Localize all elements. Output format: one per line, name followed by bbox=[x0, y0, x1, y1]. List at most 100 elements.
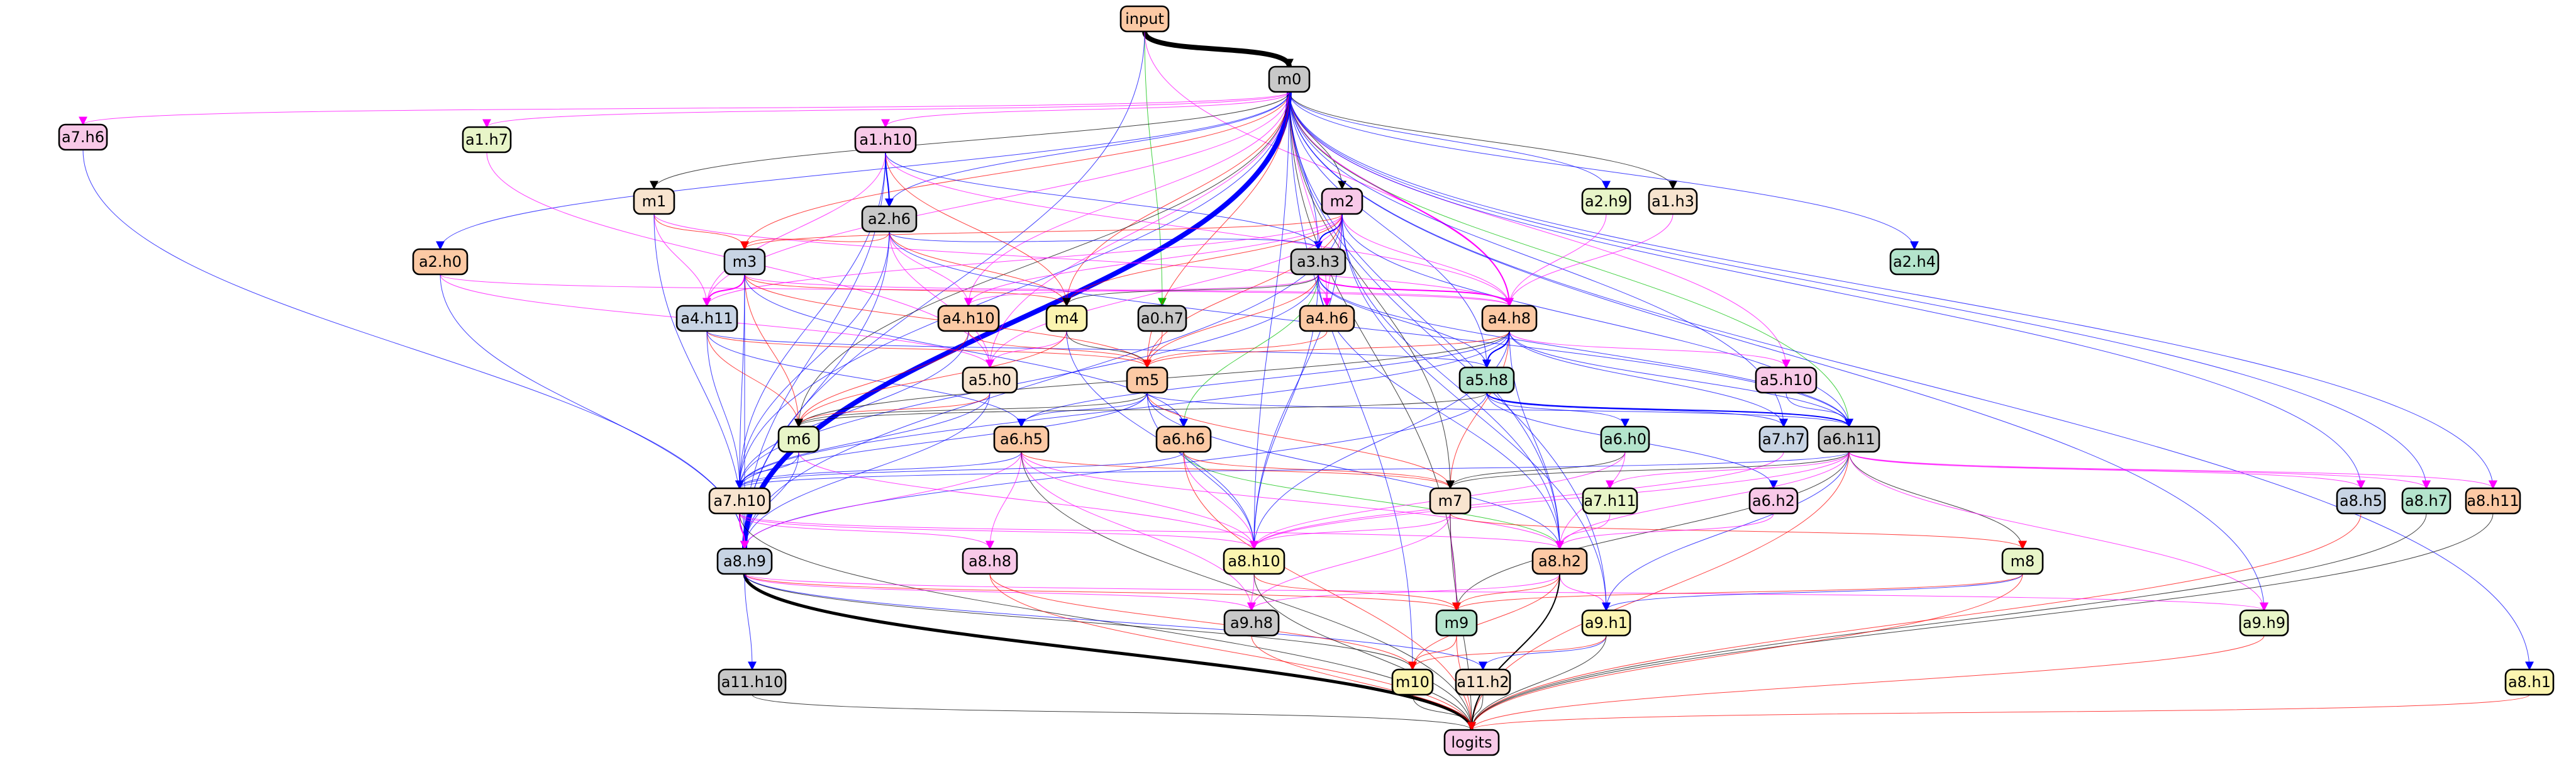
edge-a4.h8-to-m5 bbox=[1143, 330, 1510, 369]
node-label: a7.h6 bbox=[62, 128, 104, 146]
edge-a6.h11-to-a8.h11 bbox=[1848, 451, 2497, 490]
node-m2: m2 bbox=[1321, 188, 1363, 215]
edge-a4.h11-to-m6 bbox=[706, 330, 803, 428]
edge-a6.h11-to-m8 bbox=[1848, 451, 2027, 550]
node-box bbox=[1481, 305, 1538, 332]
edge-a6.h11-to-a7.h11 bbox=[1606, 451, 1850, 490]
node-a6.h6: a6.h6 bbox=[1155, 425, 1212, 453]
edge-a8.h10-to-m9 bbox=[1253, 573, 1461, 612]
node-label: m7 bbox=[1438, 492, 1463, 510]
edge-a3.h3-to-a7.h10 bbox=[735, 274, 1319, 490]
node-a3.h3: a3.h3 bbox=[1290, 248, 1346, 276]
edge-a2.h6-to-a4.h10 bbox=[889, 231, 973, 307]
edge-a5.h10-to-a6.h11 bbox=[1785, 392, 1853, 428]
edge-a2.h0-to-a4.h8 bbox=[440, 274, 1514, 307]
edge-a8.h9-to-a9.h8 bbox=[744, 573, 1256, 612]
edge-a7.h6-to-a8.h9 bbox=[82, 149, 749, 550]
node-label: a2.h4 bbox=[1893, 253, 1936, 271]
node-box bbox=[412, 248, 469, 276]
edge-a8.h7-to-logits bbox=[1467, 513, 2427, 731]
edge-a4.h8-to-a5.h10 bbox=[1509, 330, 1790, 369]
edge-m2-to-m3 bbox=[740, 213, 1343, 250]
edge-a7.h10-to-logits bbox=[739, 513, 1476, 731]
edge-m0-to-a9.h1 bbox=[1289, 91, 1611, 612]
edge-m4-to-m6 bbox=[794, 330, 1067, 428]
node-label: a6.h11 bbox=[1823, 430, 1875, 448]
node-logits: logits bbox=[1443, 729, 1500, 756]
edge-a3.h3-to-m5 bbox=[1143, 274, 1319, 369]
node-box bbox=[2001, 547, 2044, 575]
edge-a6.h2-to-a8.h2 bbox=[1555, 513, 1774, 550]
edge-a9.h1-to-logits bbox=[1467, 635, 1607, 731]
node-label: input bbox=[1125, 10, 1164, 28]
edge-a4.h10-to-m6 bbox=[794, 330, 969, 428]
edge-a6.h5-to-m7 bbox=[1021, 451, 1455, 490]
node-label: a8.h11 bbox=[2467, 492, 2519, 510]
edge-m2-to-a4.h8 bbox=[1341, 213, 1514, 307]
edge-a5.h0-to-a7.h10 bbox=[735, 392, 991, 490]
node-a11.h2: a11.h2 bbox=[1455, 668, 1511, 696]
edge-m0-to-a8.h2 bbox=[1289, 91, 1564, 550]
node-box bbox=[2336, 487, 2386, 515]
node-a0.h7: a0.h7 bbox=[1137, 305, 1187, 332]
node-label: a6.h5 bbox=[1000, 430, 1043, 448]
edge-a9.h9-to-logits bbox=[1467, 635, 2265, 731]
edge-m7-to-m9 bbox=[1450, 513, 1461, 612]
edge-m5-to-m7 bbox=[1146, 392, 1455, 490]
edge-m3-to-m4 bbox=[744, 274, 1071, 307]
node-label: a8.h8 bbox=[969, 552, 1011, 570]
edge-a2.h6-to-m3 bbox=[740, 231, 890, 250]
node-box bbox=[462, 126, 512, 154]
edge-m5-to-a6.h11 bbox=[1146, 392, 1853, 428]
node-box bbox=[2504, 668, 2555, 696]
edge-a8.h9-to-a9.h9 bbox=[744, 573, 2268, 612]
edge-a2.h6-to-a3.h3 bbox=[889, 231, 1323, 250]
edge-m0-to-a8.h9 bbox=[740, 91, 1292, 550]
edge-m0-to-a2.h6 bbox=[885, 91, 1290, 208]
node-label: a5.h10 bbox=[1760, 371, 1812, 389]
edge-a2.h9-to-a4.h8 bbox=[1505, 213, 1607, 307]
edge-m0-to-a1.h7 bbox=[482, 91, 1290, 128]
node-a9.h9: a9.h9 bbox=[2239, 609, 2289, 637]
edge-a6.h5-to-a7.h10 bbox=[735, 451, 1022, 490]
node-m8: m8 bbox=[2001, 547, 2044, 575]
node-box bbox=[1581, 188, 1631, 215]
node-a1.h10: a1.h10 bbox=[854, 126, 917, 154]
node-a1.h3: a1.h3 bbox=[1648, 188, 1698, 215]
node-box bbox=[58, 123, 108, 151]
node-label: a4.h6 bbox=[1306, 310, 1348, 327]
edge-a7.h10-to-a8.h9 bbox=[739, 513, 749, 550]
node-label: a9.h9 bbox=[2243, 614, 2285, 632]
edge-a5.h8-to-m6 bbox=[794, 392, 1487, 428]
node-label: m9 bbox=[1445, 614, 1469, 632]
node-label: a9.h1 bbox=[1585, 614, 1628, 632]
node-a4.h10: a4.h10 bbox=[937, 305, 1000, 332]
edge-a4.h8-to-a6.h11 bbox=[1509, 330, 1853, 428]
node-label: a6.h6 bbox=[1162, 430, 1205, 448]
edge-a6.h11-to-a7.h10 bbox=[735, 451, 1850, 490]
edge-m0-to-m1 bbox=[650, 91, 1290, 190]
edge-a8.h1-to-logits bbox=[1467, 694, 2530, 731]
node-box bbox=[962, 547, 1018, 575]
edge-a3.h3-to-a6.h11 bbox=[1318, 274, 1853, 428]
edge-m0-to-a8.h7 bbox=[1289, 91, 2431, 490]
edge-a8.h2-to-logits bbox=[1467, 573, 1560, 731]
node-m3: m3 bbox=[723, 248, 766, 276]
edge-a9.h8-to-logits bbox=[1251, 635, 1476, 731]
edge-m6-to-a8.h10 bbox=[798, 451, 1258, 550]
node-label: m3 bbox=[733, 253, 757, 271]
node-a8.h11: a8.h11 bbox=[2465, 487, 2521, 515]
edge-m2-to-a4.h11 bbox=[702, 213, 1343, 307]
node-box bbox=[716, 547, 773, 575]
node-a7.h10: a7.h10 bbox=[708, 487, 771, 515]
edge-a4.h10-to-m5 bbox=[968, 330, 1152, 369]
edge-m2-to-m5 bbox=[1143, 213, 1343, 369]
edge-a5.h8-to-a6.h0 bbox=[1486, 392, 1629, 428]
edge-input-to-m0 bbox=[1142, 30, 1294, 68]
edge-m0-to-a5.h8 bbox=[1289, 91, 1491, 369]
edge-a1.h10-to-a4.h11 bbox=[702, 152, 886, 307]
node-a5.h0: a5.h0 bbox=[962, 366, 1018, 394]
node-m6: m6 bbox=[777, 425, 820, 453]
edge-m2-to-a8.h9 bbox=[740, 213, 1343, 550]
edge-a4.h8-to-a7.h7 bbox=[1509, 330, 1788, 428]
